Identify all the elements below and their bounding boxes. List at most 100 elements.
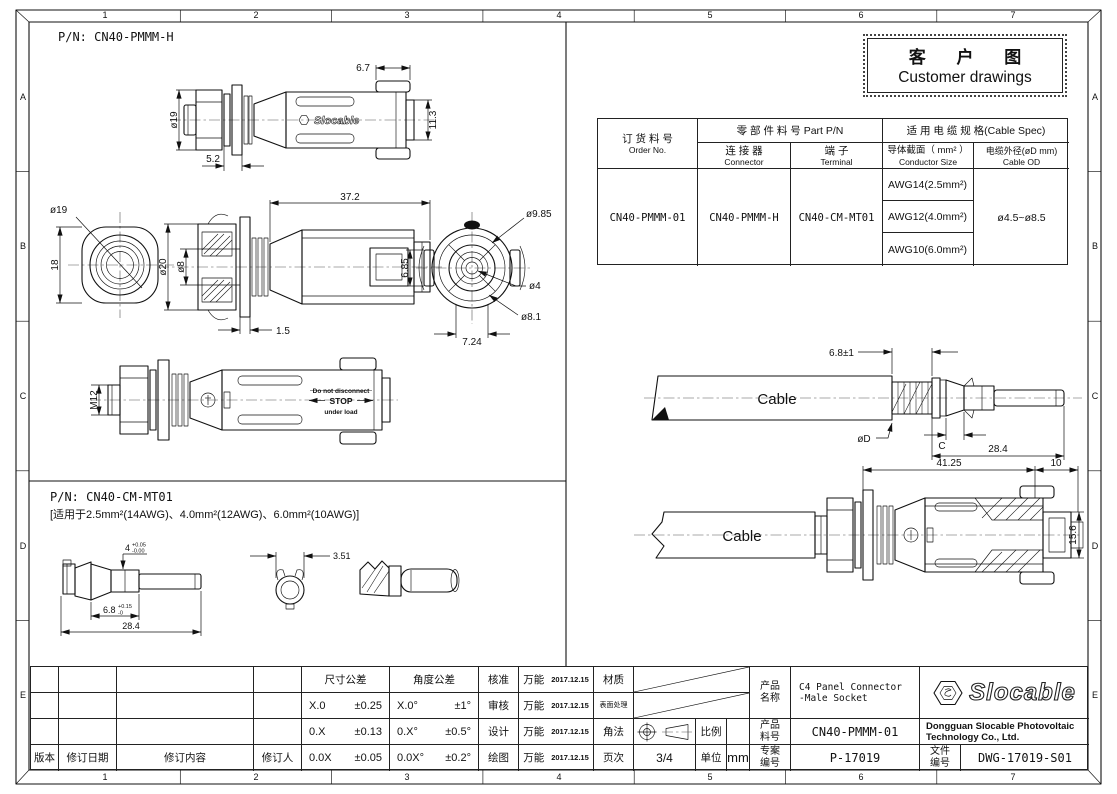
- scale-value-blank: [727, 719, 750, 745]
- stamp-title-cn: 客 户 图: [908, 48, 1035, 67]
- zone-row-b: B: [19, 241, 26, 251]
- rev-cell: [254, 719, 302, 745]
- zone-row-e2: E: [1091, 690, 1098, 700]
- rev-cell: [254, 693, 302, 719]
- dim-latch-length: 6.7: [356, 63, 370, 74]
- dim-nut-diameter: ø19: [169, 111, 180, 129]
- logo-wordmark: Slocable: [969, 678, 1076, 706]
- company-name: Dongguan Slocable Photovoltaic Technolog…: [920, 719, 1089, 745]
- third-angle-projection-icon: [637, 722, 692, 741]
- dim-crimp-zone: C: [938, 441, 945, 452]
- dim-end-d1: ø9.85: [526, 209, 552, 220]
- approve-role: 绘图: [479, 745, 519, 771]
- rev-cell: [59, 719, 117, 745]
- diagonal-blank: [634, 667, 749, 692]
- doc-no-value: DWG-17019-S01: [978, 751, 1072, 765]
- rev-header-content: 修订内容: [117, 745, 254, 771]
- dim-end-flat: 6.85: [400, 258, 411, 278]
- zone-row-b2: B: [1091, 241, 1098, 251]
- cell-awg14: AWG14(2.5mm²): [883, 169, 974, 201]
- zone-col-7: 7: [1010, 10, 1016, 20]
- col-header-cable-spec: 适 用 电 缆 规 格(Cable Spec): [883, 119, 1069, 143]
- rev-cell: [31, 693, 59, 719]
- rev-cell: [31, 667, 59, 693]
- projection-label: 角法: [594, 719, 634, 745]
- warning-text: Do not disconnect STOP under load: [308, 388, 374, 416]
- view-terminal-details: 4 +0.05 -0.00 6.8 +0.15 -0 28.4 3.51: [60, 543, 460, 636]
- project-no-value: P-17019: [791, 745, 920, 771]
- dim-socket-height: 15.6: [1068, 525, 1079, 545]
- dim-crimp-length-dn: -0: [118, 611, 123, 617]
- dim-gland-od: ø20: [158, 258, 169, 276]
- rev-cell: [59, 667, 117, 693]
- unit-value: mm: [727, 745, 750, 771]
- view-connector-end: ø9.85 ø4 ø8.1 6.85 7.24: [400, 209, 552, 346]
- svg-text:Do not disconnect: Do not disconnect: [313, 388, 371, 395]
- slocable-hex-logo-icon: [933, 680, 963, 705]
- dim-assembly-length: 41.25: [936, 458, 961, 469]
- dim-tolerance-header: 尺寸公差: [302, 667, 390, 693]
- zone-col-4b: 4: [556, 772, 562, 782]
- zone-row-c: C: [19, 391, 27, 401]
- dim-terminal-width: 3.51: [333, 551, 351, 561]
- zone-ticks: [16, 10, 1101, 784]
- dim-terminal-length: 28.4: [988, 444, 1008, 455]
- col-header-conductor: 导体截面（ mm² ）Conductor Size: [883, 143, 974, 169]
- dim-end-d3: ø8.1: [521, 312, 541, 323]
- surface-value-blank: [634, 693, 750, 719]
- dim-end-width: 7.24: [462, 337, 482, 346]
- view-connector-m12: Do not disconnect STOP under load M12: [89, 357, 398, 445]
- dim-crimp-length: 6.8: [103, 605, 116, 615]
- zone-col-6b: 6: [858, 772, 864, 782]
- zone-col-7b: 7: [1010, 772, 1016, 782]
- rev-cell: [31, 719, 59, 745]
- rev-cell: [117, 719, 254, 745]
- brand-on-body: Slocable: [314, 115, 359, 127]
- cell-order-no: CN40-PMMM-01: [598, 169, 698, 266]
- rev-cell: [59, 693, 117, 719]
- view-cable-terminal: Cable 6.8±1 øD C 28.4: [644, 348, 1082, 460]
- projection-symbol: [634, 719, 696, 745]
- dim-barrel-od: 4: [125, 543, 130, 553]
- view-connector-side: Slocable 6.7 11.3 ø19 5.2: [169, 63, 438, 171]
- zone-col-5b: 5: [707, 772, 713, 782]
- page-label: 页次: [594, 745, 634, 771]
- zone-col-6: 6: [858, 10, 864, 20]
- rev-header-version: 版本: [31, 745, 59, 771]
- cell-awg12: AWG12(4.0mm²): [883, 201, 974, 233]
- cell-terminal: CN40-CM-MT01: [791, 169, 883, 266]
- zone-row-d: D: [19, 541, 27, 551]
- dim-front-diameter: ø19: [50, 205, 68, 216]
- zone-col-3b: 3: [404, 772, 410, 782]
- zone-col-3: 3: [404, 10, 410, 20]
- dim-barrel-od-dn: -0.00: [132, 549, 145, 555]
- dim-thread: M12: [89, 390, 100, 410]
- product-name-value: C4 Panel Connector -Male Socket: [791, 667, 920, 719]
- stamp-title-en: Customer drawings: [898, 69, 1032, 86]
- view-connector-front: ø19 18: [50, 205, 174, 318]
- dim-across-flats: 18: [50, 259, 61, 271]
- material-value-blank: [634, 667, 750, 693]
- customer-drawings-stamp: 客 户 图 Customer drawings: [863, 34, 1067, 97]
- zone-row-e: E: [19, 690, 26, 700]
- zone-col-5: 5: [707, 10, 713, 20]
- zone-col-1: 1: [102, 10, 108, 20]
- cable-label: Cable: [757, 391, 796, 408]
- rev-header-date: 修订日期: [59, 745, 117, 771]
- zone-col-1b: 1: [102, 772, 108, 782]
- dim-terminal-total: 28.4: [122, 621, 140, 631]
- page-value: 3/4: [634, 745, 696, 771]
- product-no-value: CN40-PMMM-01: [791, 719, 920, 745]
- cell-cable-od: ø4.5~ø8.5: [997, 211, 1046, 224]
- dim-body-height: 11.3: [428, 110, 438, 129]
- approve-role: 设计: [479, 719, 519, 745]
- ang-tol-row2: 0.X°±0.5°: [390, 719, 479, 745]
- dim-bore: ø8: [176, 261, 187, 273]
- zone-col-2: 2: [253, 10, 259, 20]
